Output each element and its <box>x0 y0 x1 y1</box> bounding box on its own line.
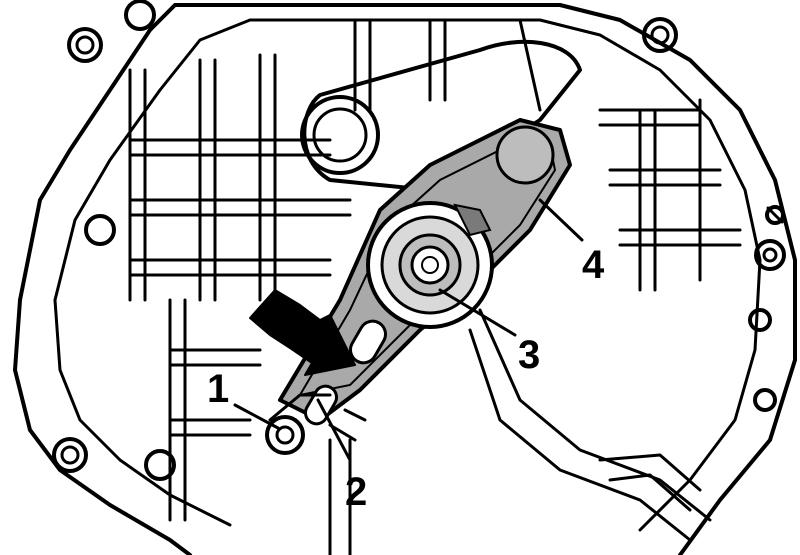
callouts: 1 2 3 4 <box>207 243 605 514</box>
callout-1: 1 <box>207 367 229 411</box>
callout-4: 4 <box>582 243 605 287</box>
callout-2: 2 <box>345 470 367 514</box>
mounting-holes <box>52 0 786 481</box>
callout-3: 3 <box>518 333 540 377</box>
leader-lines <box>233 198 584 462</box>
oval-boss <box>300 39 582 192</box>
housing <box>13 0 797 555</box>
shaft-housing <box>328 308 712 555</box>
direction-arrow <box>249 289 356 376</box>
lever-pad <box>495 125 555 185</box>
release-bearing <box>366 201 494 329</box>
ribs <box>128 18 742 522</box>
